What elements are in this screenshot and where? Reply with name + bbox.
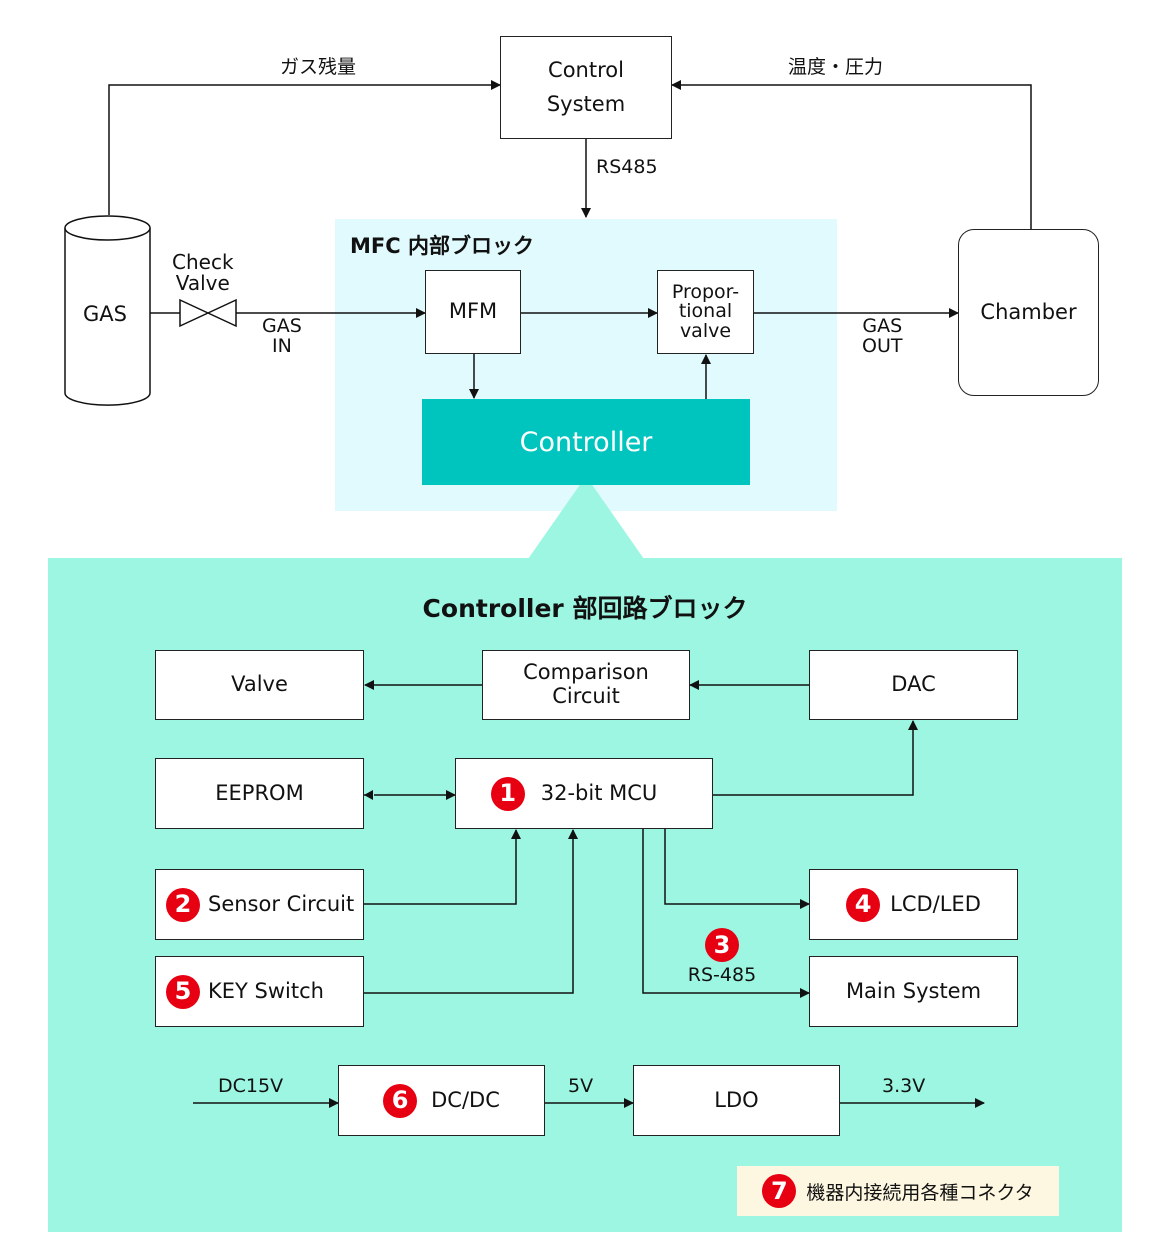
gas-remaining-label: ガス残量	[280, 56, 357, 78]
rs485-label: RS485	[596, 156, 658, 178]
check-valve-label: Check Valve	[172, 252, 234, 294]
mcu-box: 1 32-bit MCU	[455, 758, 713, 829]
control-system-box: Control System	[500, 36, 672, 139]
badge-1: 1	[490, 776, 525, 811]
badge-4: 4	[846, 887, 881, 922]
dac-box: DAC	[809, 650, 1018, 720]
gas-remaining-line	[108, 80, 501, 215]
temp-pressure-label: 温度・圧力	[788, 56, 884, 78]
gas-out-line2: OUT	[862, 334, 903, 357]
gas-in-line1: GAS	[262, 315, 302, 337]
check-valve-symbol	[179, 298, 237, 328]
key-switch-label: KEY Switch	[208, 978, 324, 1003]
badge-7: 7	[762, 1174, 797, 1208]
dcdc-label: DC/DC	[431, 1087, 500, 1112]
proportional-valve-line2: tional	[678, 300, 733, 323]
badge-3: 3	[705, 928, 739, 962]
main-system-box: Main System	[809, 956, 1018, 1027]
check-valve-line2: Valve	[175, 271, 230, 295]
proportional-valve-line3: valve	[679, 319, 732, 342]
ldo-box: LDO	[633, 1065, 840, 1136]
circuit-title: Controller 部回路ブロック	[422, 594, 748, 623]
dcdc-box: 6 DC/DC	[338, 1065, 545, 1136]
rs485-circuit-label: RS-485	[687, 964, 757, 986]
valve-box: Valve	[155, 650, 364, 720]
badge-5: 5	[166, 974, 200, 1009]
mcu-label: 32-bit MCU	[540, 780, 658, 805]
v33-label: 3.3V	[882, 1075, 926, 1097]
dc15v-label: DC15V	[218, 1075, 284, 1097]
proportional-valve-box: Propor- tional valve	[657, 270, 754, 354]
proportional-valve-line1: Propor-	[671, 280, 740, 303]
mfc-title: MFC 内部ブロック	[350, 234, 534, 258]
callout-triangle	[528, 476, 644, 559]
v5-label: 5V	[568, 1075, 594, 1097]
comparison-circuit-box: Comparison Circuit	[482, 650, 690, 720]
eeprom-box: EEPROM	[155, 758, 364, 829]
mfm-box: MFM	[425, 270, 521, 354]
gas-out-label: GAS OUT	[862, 315, 903, 357]
connector-note: 7 機器内接続用各種コネクタ	[737, 1166, 1059, 1216]
sensor-circuit-box: 2 Sensor Circuit	[155, 869, 364, 940]
temp-pressure-line	[671, 80, 1032, 229]
lcd-label: LCD/LED	[890, 891, 981, 916]
comparison-line2: Circuit	[552, 684, 620, 708]
gas-in-label: GAS IN	[262, 315, 302, 357]
control-system-line1: Control	[548, 57, 624, 82]
key-switch-box: 5 KEY Switch	[155, 956, 364, 1027]
rs485-callout: 3 RS-485	[680, 928, 764, 986]
connector-label: 機器内接続用各種コネクタ	[806, 1181, 1034, 1204]
gas-label: GAS	[83, 302, 127, 326]
badge-6: 6	[383, 1083, 418, 1118]
check-valve-line1: Check	[172, 250, 234, 274]
sensor-label: Sensor Circuit	[208, 891, 355, 916]
gas-out-line1: GAS	[862, 315, 903, 337]
control-system-line2: System	[546, 91, 626, 116]
badge-2: 2	[166, 887, 200, 922]
gas-in-line2: IN	[271, 334, 292, 357]
lcd-led-box: 4 LCD/LED	[809, 869, 1018, 940]
comparison-line1: Comparison	[523, 660, 649, 685]
chamber-box: Chamber	[958, 229, 1099, 396]
gas-cylinder	[64, 215, 151, 406]
controller-box: Controller	[422, 399, 750, 485]
